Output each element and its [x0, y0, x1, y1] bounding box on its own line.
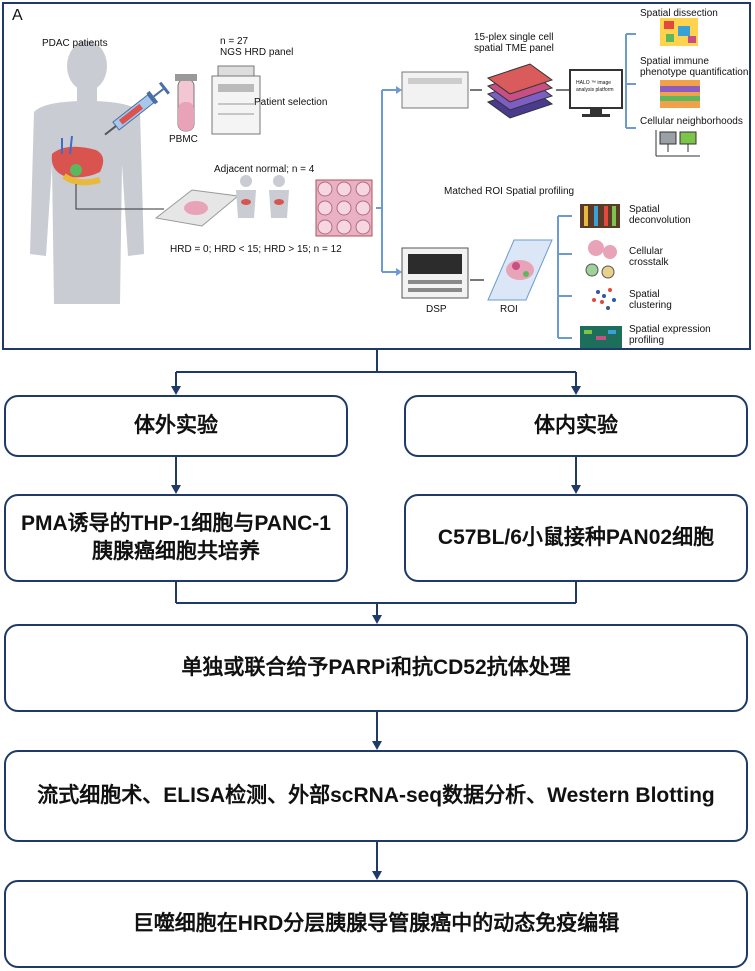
label-patient-selection: Patient selection [254, 97, 328, 108]
label-crosstalk-line1: Cellular [629, 246, 663, 257]
sequencer-icon [211, 65, 261, 135]
label-deconvolution-line2: deconvolution [629, 215, 691, 226]
label-dsp: DSP [426, 304, 447, 315]
label-plex-panel-line2: spatial TME panel [474, 43, 554, 54]
label-n27: n = 27 [220, 36, 249, 47]
spatial-clustering-thumbnail-icon [592, 288, 616, 310]
label-roi: ROI [500, 304, 518, 315]
label-crosstalk-line2: crosstalk [629, 257, 669, 268]
panel-illustration [30, 18, 700, 348]
label-clustering-line1: Spatial [629, 289, 660, 300]
label-matched-roi: Matched ROI Spatial profiling [444, 186, 575, 197]
box-in-vivo-detail: C57BL/6小鼠接种PAN02细胞 [404, 494, 748, 582]
figure-panel-a: A [2, 2, 751, 350]
label-spatial-dissection: Spatial dissection [640, 8, 718, 19]
roi-slide-icon [487, 239, 553, 301]
liver-pancreas-icon [51, 135, 104, 186]
label-halo-line2: analysis platform [576, 87, 614, 93]
box-in-vitro-detail: PMA诱导的THP-1细胞与PANC-1胰腺癌细胞共培养 [4, 494, 348, 582]
label-spatial-immune: Spatial immune [640, 56, 709, 67]
patient-figures-icon [236, 175, 289, 218]
box-in-vitro: 体外实验 [4, 395, 348, 457]
label-plex-panel-line1: 15-plex single cell [474, 32, 554, 43]
label-pbmc: PBMC [169, 134, 198, 145]
cellular-neighborhoods-thumbnail-icon [655, 130, 700, 157]
dsp-instrument-icon [401, 247, 469, 299]
monitor-icon [569, 69, 623, 117]
label-cellular-neighborhoods: Cellular neighborhoods [640, 116, 743, 127]
box-in-vivo: 体内实验 [404, 395, 748, 457]
panel-letter: A [12, 7, 23, 24]
multiplex-stack-icon [486, 63, 554, 119]
syringe-icon [104, 81, 170, 136]
tissue-grid-icon [315, 179, 373, 237]
spatial-deconvolution-thumbnail-icon [580, 204, 620, 228]
label-expression-line1: Spatial expression [629, 324, 711, 335]
box-conclusion: 巨噬细胞在HRD分层胰腺导管腺癌中的动态免疫编辑 [4, 880, 748, 968]
label-deconvolution-line1: Spatial [629, 204, 660, 215]
label-adjacent-normal: Adjacent normal; n = 4 [214, 164, 315, 175]
pbmc-tube-icon [175, 74, 197, 132]
arrowheads [171, 386, 581, 880]
spatial-expression-thumbnail-icon [580, 326, 622, 348]
label-phenotype-quantification: phenotype quantification [640, 67, 749, 78]
spatial-dissection-thumbnail-icon [660, 18, 698, 46]
label-pdac-patients: PDAC patients [42, 38, 108, 49]
label-ngs-hrd-panel: NGS HRD panel [220, 47, 294, 58]
immune-quantification-thumbnail-icon [660, 80, 700, 108]
label-expression-line2: profiling [629, 335, 665, 346]
box-assays: 流式细胞术、ELISA检测、外部scRNA-seq数据分析、Western Bl… [4, 750, 748, 842]
cellular-crosstalk-thumbnail-icon [585, 240, 617, 279]
label-hrd-groups: HRD = 0; HRD < 15; HRD > 15; n = 12 [170, 244, 342, 255]
label-halo-line1: HALO ™ image [576, 80, 612, 86]
scanner-icon [401, 71, 469, 109]
label-clustering-line2: clustering [629, 300, 672, 311]
box-treatment: 单独或联合给予PARPi和抗CD52抗体处理 [4, 624, 748, 712]
